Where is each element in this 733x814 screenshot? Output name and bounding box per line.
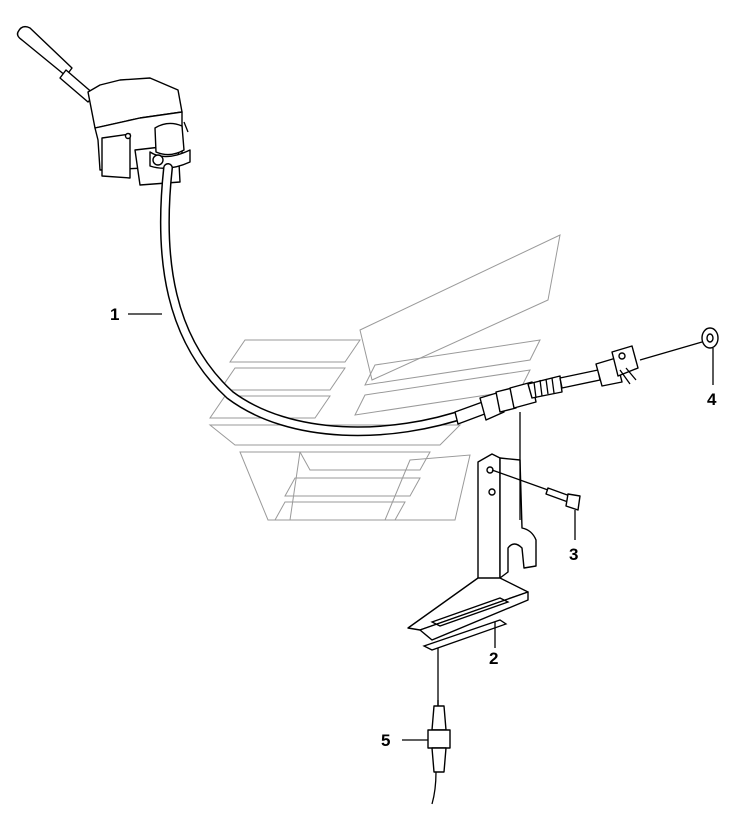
callout-5: 5	[381, 731, 390, 750]
callout-2: 2	[489, 649, 498, 668]
leader-lines	[128, 313, 714, 741]
cable-icon	[159, 163, 639, 437]
callout-1: 1	[110, 305, 119, 324]
control-lever-icon	[16, 25, 191, 186]
callouts: 1 2 3 4 5	[110, 305, 717, 750]
callout-3: 3	[569, 545, 578, 564]
washer-icon	[701, 327, 719, 349]
bolt-icon	[545, 487, 581, 511]
bracket-icon	[407, 453, 537, 651]
callout-4: 4	[707, 390, 717, 409]
sensor-icon	[427, 700, 451, 805]
